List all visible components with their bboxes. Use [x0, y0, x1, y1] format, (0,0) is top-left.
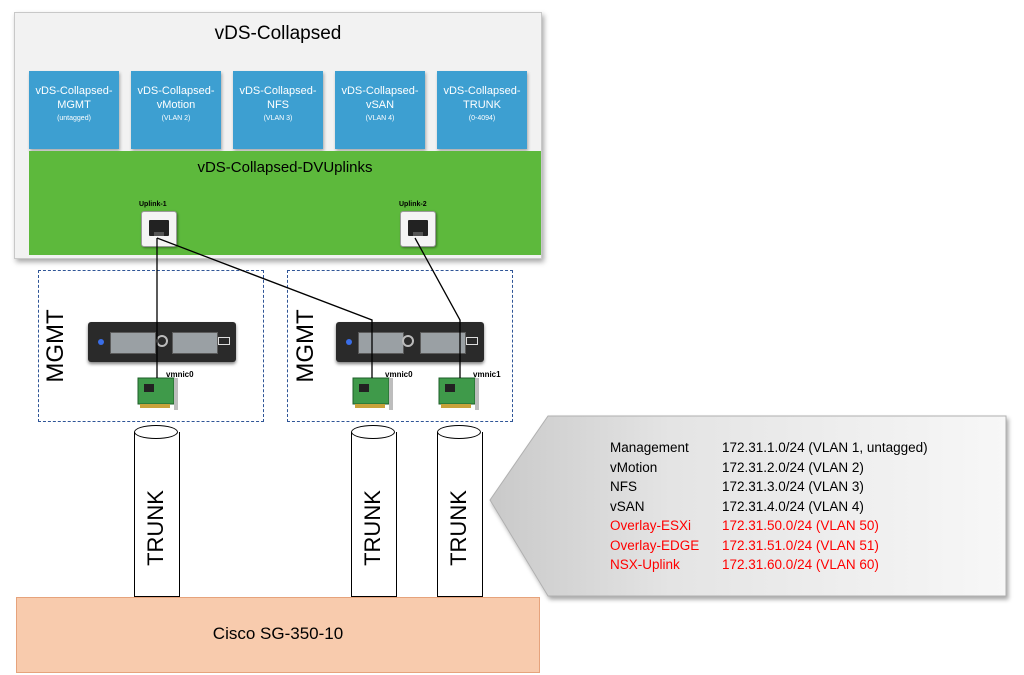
- portgroup-vlan: (VLAN 4): [365, 115, 395, 122]
- network-name: Overlay-ESXi: [610, 518, 692, 533]
- slot-icon: [218, 337, 230, 345]
- network-subnet: 172.31.60.0/24 (VLAN 60): [722, 557, 879, 572]
- trunk-cable-1: [134, 432, 180, 597]
- trunk-cable-1-top: [134, 425, 178, 439]
- nic-card-icon: [438, 377, 479, 410]
- portgroup-name: vDS-Collapsed-: [35, 85, 113, 97]
- portgroup-nfs[interactable]: vDS-Collapsed- NFS (VLAN 3): [233, 71, 323, 149]
- callout-shape: [489, 415, 1007, 597]
- server-icon: [88, 322, 236, 362]
- uplink-2-port[interactable]: [400, 211, 436, 247]
- host-2-box: [287, 270, 513, 422]
- power-led: [346, 339, 352, 345]
- network-subnet: 172.31.2.0/24 (VLAN 2): [722, 459, 864, 475]
- ethernet-port-icon: [408, 220, 428, 236]
- portgroup-name: vDS-Collapsed-: [137, 85, 215, 97]
- server-icon: [336, 322, 484, 362]
- network-name: Management: [610, 440, 689, 455]
- network-subnet: 172.31.51.0/24 (VLAN 51): [722, 537, 879, 553]
- network-name: vMotion: [610, 459, 658, 475]
- power-led: [98, 339, 104, 345]
- knob-icon: [402, 335, 414, 347]
- uplink-2-label: Uplink-2: [399, 201, 427, 208]
- network-subnet: 172.31.4.0/24 (VLAN 4): [722, 498, 864, 514]
- drive-bay: [420, 332, 466, 354]
- trunk-cable-2: [351, 432, 397, 597]
- network-callout: Management 172.31.1.0/24 (VLAN 1, untagg…: [488, 414, 1014, 604]
- trunk-cable-3-top: [437, 425, 481, 439]
- portgroup-name-suffix: NFS: [267, 99, 289, 111]
- portgroup-trunk[interactable]: vDS-Collapsed- TRUNK (0-4094): [437, 71, 527, 149]
- host-2-vmnic1-label: vmnic1: [473, 370, 501, 379]
- host-2-vmnic0-label: vmnic0: [385, 370, 413, 379]
- dvuplinks-panel: vDS-Collapsed-DVUplinks Uplink-1 Uplink-…: [29, 151, 541, 255]
- portgroup-name: vDS-Collapsed-: [341, 85, 419, 97]
- cable-uplink2-host2: [414, 237, 461, 378]
- host-1-box: [38, 270, 264, 422]
- portgroup-name-suffix: vSAN: [365, 99, 395, 111]
- switch-label: Cisco SG-350-10: [212, 624, 344, 643]
- portgroup-name-suffix: TRUNK: [463, 99, 501, 111]
- network-name: NSX-Uplink: [610, 557, 680, 572]
- portgroup-name: vDS-Collapsed-: [443, 85, 521, 97]
- ethernet-port-icon: [149, 220, 169, 236]
- portgroup-vlan: (0-4094): [468, 115, 496, 122]
- drive-bay: [110, 332, 156, 354]
- uplink-1-label: Uplink-1: [139, 201, 167, 208]
- drive-bay: [172, 332, 218, 354]
- portgroup-mgmt[interactable]: vDS-Collapsed- MGMT (untagged): [29, 71, 119, 149]
- portgroup-vlan: (VLAN 3): [263, 115, 293, 122]
- dvuplinks-title: vDS-Collapsed-DVUplinks: [197, 159, 373, 176]
- vds-collapsed-panel: vDS-Collapsed vDS-Collapsed- MGMT (untag…: [14, 12, 542, 259]
- network-subnet: 172.31.1.0/24 (VLAN 1, untagged): [722, 440, 928, 455]
- portgroup-vlan: (VLAN 2): [161, 115, 191, 122]
- nic-card-icon: [137, 377, 178, 410]
- slot-icon: [466, 337, 478, 345]
- network-name: Overlay-EDGE: [610, 537, 700, 553]
- portgroup-vsan[interactable]: vDS-Collapsed- vSAN (VLAN 4): [335, 71, 425, 149]
- host-1-vmnic0-label: vmnic0: [166, 370, 194, 379]
- portgroup-name: vDS-Collapsed-: [239, 85, 317, 97]
- trunk-cable-3: [437, 432, 483, 597]
- portgroup-name-suffix: MGMT: [57, 99, 91, 111]
- network-subnet: 172.31.50.0/24 (VLAN 50): [722, 518, 879, 533]
- network-name: NFS: [610, 479, 637, 494]
- network-subnet: 172.31.3.0/24 (VLAN 3): [722, 479, 864, 494]
- cable-uplink1-host2: [156, 237, 373, 378]
- trunk-label-2: TRUNK: [360, 490, 385, 566]
- network-name: vSAN: [610, 498, 645, 514]
- portgroup-vlan: (untagged): [57, 115, 91, 122]
- trunk-cable-2-top: [351, 425, 395, 439]
- nic-card-icon: [352, 377, 393, 410]
- portgroup-name-suffix: vMotion: [156, 99, 196, 111]
- trunk-label-3: TRUNK: [446, 490, 471, 566]
- uplink-1-port[interactable]: [141, 211, 177, 247]
- portgroup-vmotion[interactable]: vDS-Collapsed- vMotion (VLAN 2): [131, 71, 221, 149]
- vds-title: vDS-Collapsed: [214, 23, 342, 44]
- trunk-label-1: TRUNK: [143, 490, 168, 566]
- cisco-switch: Cisco SG-350-10: [16, 597, 540, 673]
